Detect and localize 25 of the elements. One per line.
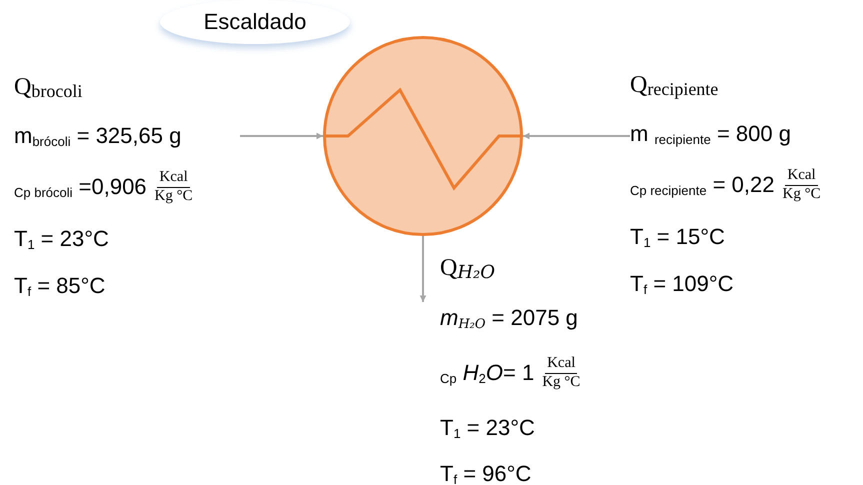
- heat-label: Q$_{H₂O}$: [440, 255, 496, 283]
- arrow: [240, 132, 323, 140]
- heat-label: Q$_{recipiente}$: [630, 72, 718, 100]
- formula-text: T$_{1}$ = 15°C: [630, 224, 725, 250]
- unit-numerator: Kcal: [545, 355, 578, 374]
- formula-text: T$_{1}$ = 23°C: [440, 415, 535, 441]
- formula-text: T$_{f}$ = 85°C: [14, 273, 106, 299]
- formula-text: $_{Cp}$ H$_{2}$O= 1: [440, 360, 534, 386]
- formula-text: T$_{f}$ = 109°C: [630, 271, 734, 297]
- formula-text: m$_{H₂O}$ = 2075 g: [440, 304, 578, 332]
- arrow: [420, 236, 426, 302]
- unit-numerator: Kcal: [157, 169, 190, 188]
- heat-label: Q$_{brocoli}$: [14, 74, 82, 102]
- unit-denominator: Kg °C: [541, 374, 582, 391]
- unit-numerator: Kcal: [785, 167, 818, 186]
- formula-text: T$_{1}$ = 23°C: [14, 226, 109, 252]
- title-ellipse: Escaldado: [160, 0, 350, 44]
- unit-denominator: Kg °C: [782, 186, 822, 203]
- formula-text: m $_{recipiente}$ = 800 g: [630, 121, 791, 147]
- formula-text: $_{Cp brócoli}$ =0,906: [14, 174, 147, 200]
- formula-text: T$_{f}$ = 96°C: [440, 461, 532, 485]
- formula-text: $_{Cp recipiente}$ = 0,22: [630, 172, 774, 198]
- unit-denominator: Kg °C: [154, 188, 194, 205]
- arrow: [523, 132, 630, 140]
- formula-text: m$_{brócoli}$ = 325,65 g: [14, 123, 182, 149]
